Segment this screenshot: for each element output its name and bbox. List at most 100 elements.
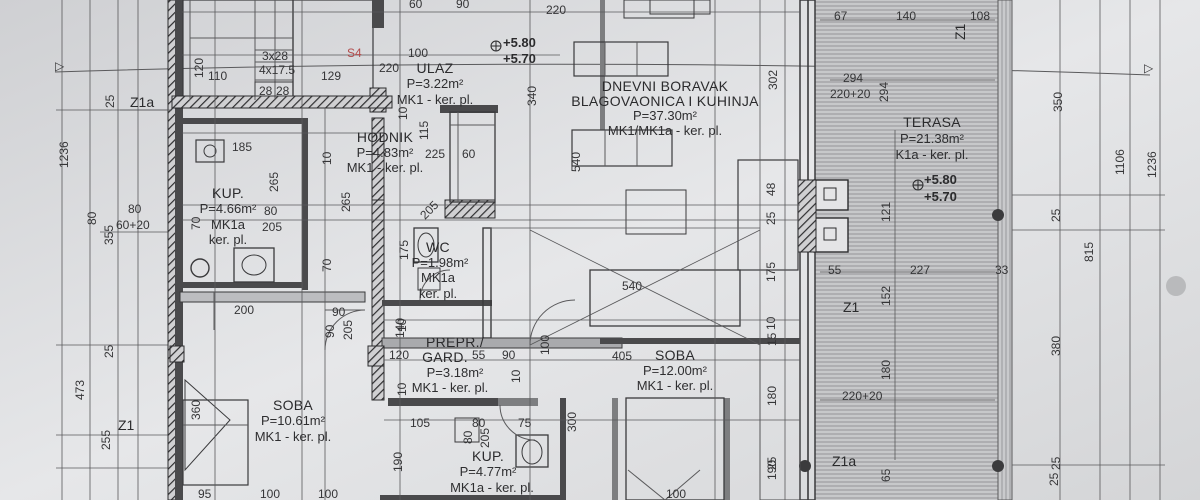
dim-label: 815 [1082, 242, 1096, 262]
hodnik-area: P=4.83m² [357, 145, 414, 160]
hodnik-floor: MK1 - ker. pl. [347, 160, 424, 175]
level-markers: +5.80 +5.70 +5.80 +5.70 [490, 35, 957, 204]
terasa-floor: K1a - ker. pl. [896, 147, 969, 162]
dim-label: 255 [99, 430, 113, 450]
soba2-area: P=12.00m² [643, 363, 708, 378]
ulaz-floor: MK1 - ker. pl. [397, 92, 474, 107]
kup1-area: P=4.66m² [200, 201, 257, 216]
dim-label: 48 [764, 182, 778, 196]
dim-label: 3x28 [262, 49, 288, 63]
column-marker [992, 209, 1004, 221]
dim-label: 75 [518, 416, 532, 430]
dim-label: 190 [765, 460, 779, 480]
axis-z1-top: Z1 [952, 23, 968, 40]
room-label-soba-1: SOBA P=10.61m² MK1 - ker. pl. [255, 397, 332, 444]
dim-label: 25 [764, 211, 778, 225]
dim-label: 121 [879, 202, 893, 222]
drain-marker [1166, 276, 1186, 296]
wc-floor-2: ker. pl. [419, 286, 457, 301]
dim-label: 100 [318, 487, 338, 500]
soba2-floor: MK1 - ker. pl. [637, 378, 714, 393]
dnevni-name: DNEVNI BORAVAK [602, 78, 729, 94]
dim-label: 1106 [1113, 149, 1127, 175]
room-label-terasa: TERASA P=21.38m² K1a - ker. pl. [896, 114, 969, 162]
kup2-floor: MK1a - ker. pl. [450, 480, 534, 495]
dim-label: 302 [766, 70, 780, 90]
terrace-edge-hatch [997, 0, 1013, 500]
dim-label: 175 [764, 262, 778, 282]
level-bottom: +5.70 [503, 51, 536, 66]
wc-name: WC [426, 239, 450, 255]
dim-label: 1236 [1145, 151, 1159, 178]
bathroom-fixtures [190, 111, 549, 468]
dim-label: 473 [73, 380, 87, 400]
dim-label: 140 [896, 9, 916, 23]
dim-label: 90 [456, 0, 470, 11]
wc-area: P=1.98m² [412, 255, 469, 270]
dim-label: 90 [502, 348, 516, 362]
dim-label: 10 [764, 316, 778, 330]
level-terrace-bottom: +5.70 [924, 189, 957, 204]
dim-label: 540 [569, 152, 583, 172]
room-label-kupaonica-2: KUP. P=4.77m² MK1a - ker. pl. [450, 448, 534, 495]
dim-label: 65 [879, 468, 893, 482]
level-top: +5.80 [503, 35, 536, 50]
dim-label: 25 [103, 94, 117, 108]
ulaz-name: ULAZ [417, 60, 454, 76]
axis-z1-terrace: Z1 [843, 299, 860, 315]
dim-label: 25 [1047, 472, 1061, 486]
dim-label: 152 [879, 286, 893, 306]
column-marker [992, 460, 1004, 472]
terasa-area: P=21.38m² [900, 131, 965, 146]
dim-label: 108 [970, 9, 990, 23]
dim-label: 100 [260, 487, 280, 500]
dim-label: 4x17.5 [259, 63, 295, 77]
dim-label: 70 [320, 258, 334, 272]
dim-label: 60 [409, 0, 423, 11]
dim-label: 100 [666, 487, 686, 500]
dim-label: 80 [461, 430, 475, 444]
terrace-vents [797, 179, 849, 253]
dim-label: 25 [765, 456, 779, 470]
room-label-kupaonica-1: KUP. P=4.66m² MK1a ker. pl. [200, 185, 257, 247]
dim-label: 220+20 [842, 389, 883, 403]
section-tick-left: ▷ [55, 59, 65, 73]
room-label-wc: WC P=1.98m² MK1a ker. pl. [412, 239, 469, 301]
dim-label: 405 [612, 349, 632, 363]
dim-label: 205 [478, 428, 492, 448]
dim-label: 220 [546, 3, 566, 17]
soba2-name: SOBA [655, 347, 695, 363]
dim-label: 380 [1049, 336, 1063, 356]
dim-label: 220 [379, 61, 399, 75]
dim-label: 129 [321, 69, 341, 83]
dim-label: 175 [397, 240, 411, 260]
dim-label: 205 [341, 320, 355, 340]
axis-z1-left: Z1 [118, 417, 135, 433]
dim-label: 350 [1051, 92, 1065, 112]
dim-label: 300 [565, 412, 579, 432]
room-label-hodnik: HODNIK P=4.83m² MK1 - ker. pl. [347, 129, 424, 175]
dim-label: 90 [332, 305, 346, 319]
terasa-name: TERASA [903, 114, 961, 130]
hodnik-name: HODNIK [357, 129, 414, 145]
walls [167, 0, 801, 500]
dim-label: 200 [234, 303, 254, 317]
dim-label: 10 [320, 151, 334, 165]
dim-label: 340 [525, 86, 539, 106]
kup2-name: KUP. [472, 448, 504, 464]
prepr-area: P=3.18m² [427, 365, 484, 380]
prepr-name-2: GARD. [422, 349, 468, 365]
dim-label: 80 [128, 202, 142, 216]
dim-label: 67 [834, 9, 848, 23]
column-marker [799, 460, 811, 472]
doors [213, 269, 576, 441]
dim-label: 120 [389, 348, 409, 362]
dnevni-area: P=37.30m² [633, 108, 698, 123]
dim-label: 15 [765, 332, 779, 346]
dim-label: 33 [995, 263, 1009, 277]
dim-label: 25 [102, 344, 116, 358]
left-dimension-lines [56, 0, 175, 500]
dim-label: 115 [417, 121, 431, 140]
dim-label: 90 [323, 324, 337, 338]
